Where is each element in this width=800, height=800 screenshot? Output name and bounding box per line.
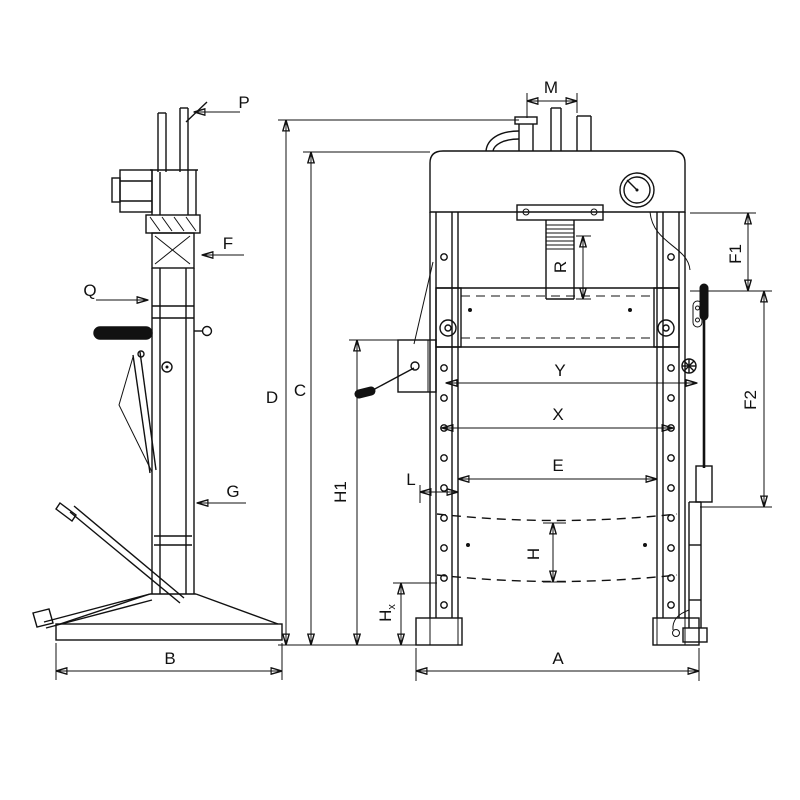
dim-label-b: B bbox=[164, 649, 175, 668]
dim-H: H bbox=[524, 522, 566, 583]
dim-label-l: L bbox=[406, 470, 415, 489]
dim-E: E bbox=[458, 456, 657, 479]
side-cylinder bbox=[145, 214, 201, 269]
front-view bbox=[354, 107, 713, 646]
star-knob bbox=[681, 358, 697, 374]
dim-label-h: H bbox=[524, 548, 543, 560]
upper-column bbox=[150, 169, 198, 215]
hand-pump bbox=[649, 211, 713, 643]
dim-label-hx: Hx bbox=[376, 604, 398, 622]
pump-handle bbox=[93, 326, 153, 340]
top-pipes bbox=[485, 107, 592, 152]
dim-G: G bbox=[197, 482, 246, 503]
dim-H1: H1 bbox=[331, 339, 398, 645]
left-column bbox=[429, 212, 459, 618]
dim-A: A bbox=[415, 648, 700, 681]
winch bbox=[354, 261, 437, 399]
dim-label-e: E bbox=[552, 456, 563, 475]
side-column bbox=[150, 268, 213, 595]
dim-F1: F1 bbox=[690, 212, 756, 291]
dim-P: P bbox=[194, 93, 250, 112]
dim-label-r: R bbox=[551, 261, 570, 273]
dim-label-m: M bbox=[544, 78, 558, 97]
oil-sight-glass bbox=[692, 300, 703, 328]
pressure-gauge bbox=[619, 172, 655, 208]
dim-label-f1: F1 bbox=[726, 244, 745, 264]
dim-Y: Y bbox=[446, 361, 697, 383]
dim-label-q: Q bbox=[83, 281, 96, 300]
dim-label-x: X bbox=[552, 405, 563, 424]
right-column bbox=[656, 212, 686, 618]
upper-beam bbox=[435, 287, 680, 348]
dim-label-c: C bbox=[294, 381, 306, 400]
dim-label-g: G bbox=[226, 482, 239, 501]
dim-label-f: F bbox=[223, 234, 233, 253]
dim-M: M bbox=[526, 78, 578, 118]
side-view bbox=[32, 101, 283, 641]
dim-Hx: Hx bbox=[376, 582, 437, 645]
side-bracket bbox=[111, 169, 153, 213]
head-crossmember bbox=[429, 150, 686, 213]
foot-pedal bbox=[55, 501, 185, 604]
dim-label-p: P bbox=[238, 93, 249, 112]
dim-label-y: Y bbox=[554, 361, 565, 380]
adjustment-holes bbox=[440, 253, 675, 609]
feet bbox=[415, 617, 700, 646]
dim-label-f2: F2 bbox=[741, 390, 760, 410]
dim-label-d: D bbox=[266, 388, 278, 407]
dim-F2: F2 bbox=[690, 290, 772, 508]
dim-B: B bbox=[55, 643, 283, 680]
dimensions: P F Q G B M D bbox=[55, 78, 772, 681]
dim-L: L bbox=[406, 470, 458, 503]
dim-label-a: A bbox=[552, 649, 564, 668]
pedal-linkage bbox=[118, 350, 157, 474]
dim-D: D bbox=[266, 119, 519, 646]
dim-F: F bbox=[202, 234, 244, 255]
dim-R: R bbox=[551, 235, 591, 300]
dim-Q: Q bbox=[83, 281, 148, 300]
dim-label-h1: H1 bbox=[331, 481, 350, 503]
dim-C: C bbox=[294, 151, 430, 645]
work-table bbox=[436, 513, 678, 583]
ram bbox=[516, 204, 604, 300]
dim-X: X bbox=[442, 405, 673, 428]
